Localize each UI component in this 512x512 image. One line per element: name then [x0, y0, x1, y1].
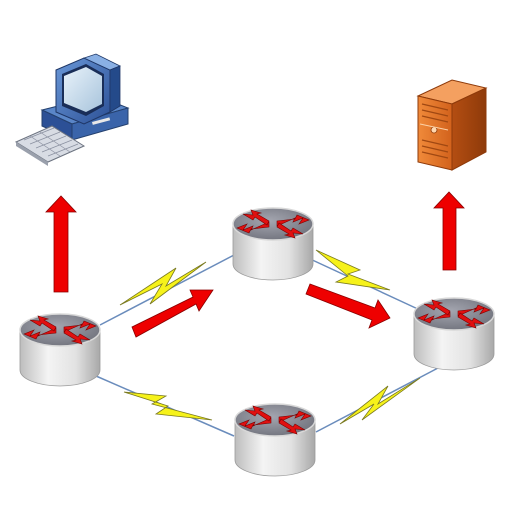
desktop-computer-icon: [14, 53, 130, 166]
server-icon: [416, 79, 488, 171]
router-icon-bottom: [234, 403, 316, 477]
router-icon-top: [232, 207, 314, 281]
lightning-icon-left-bottom: [123, 391, 213, 421]
lightning-icon-left-top: [119, 261, 207, 306]
arrow-up-icon-client: [45, 195, 77, 293]
lightning-icon-top-right: [315, 249, 391, 291]
lightning-icon-bottom-right: [339, 377, 421, 425]
router-icon-right: [413, 297, 495, 371]
lightning-bolts: [119, 249, 421, 425]
router-icon-left: [19, 313, 101, 387]
flow-arrows: [45, 191, 465, 338]
arrow-right-icon-bottom: [305, 283, 391, 329]
arrow-up-icon-server: [433, 191, 465, 271]
arrow-right-icon-top: [131, 289, 214, 338]
